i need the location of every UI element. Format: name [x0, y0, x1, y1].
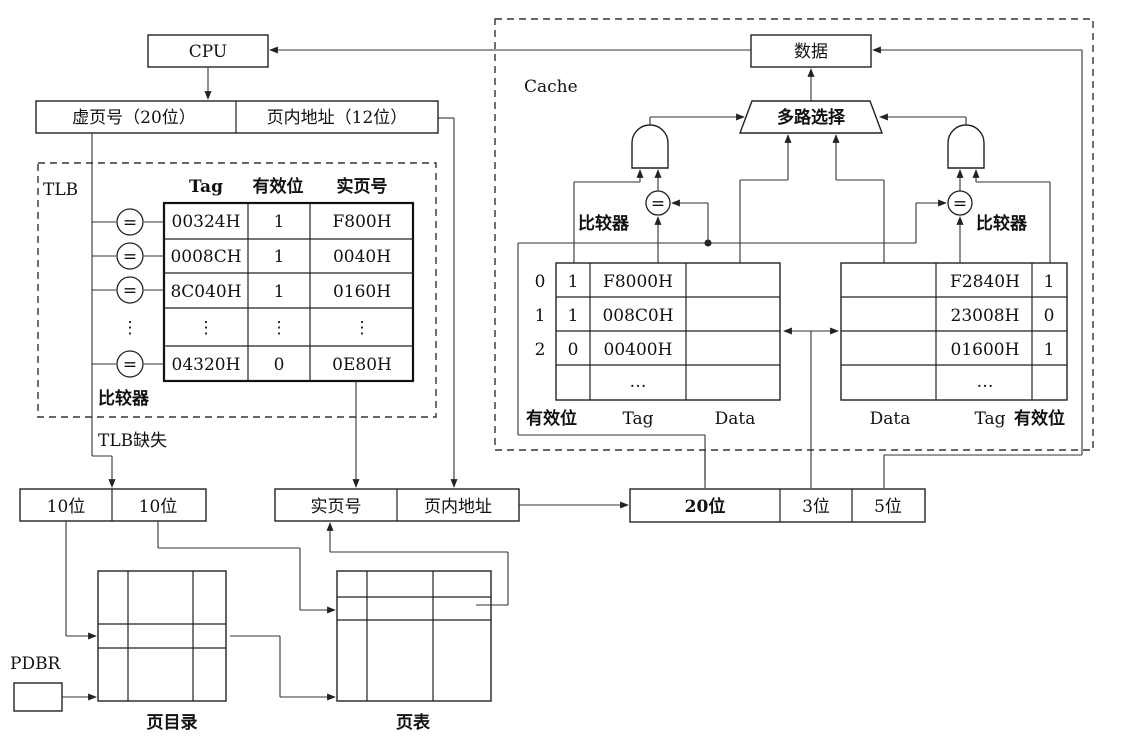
cache-frame [494, 18, 1094, 451]
cache-right-footer-data: Data [870, 409, 911, 429]
page-table [336, 570, 492, 702]
virtual-address-box [35, 100, 439, 134]
tlb-cell: ⋮ [271, 318, 288, 338]
cache-comparator-right-label: 比较器 [976, 213, 1028, 234]
pdbr-register [13, 682, 63, 712]
cache-set-index: 2 [535, 340, 546, 360]
tlb-comparator-icon: = [123, 281, 137, 301]
cache-label: Cache [524, 77, 578, 97]
mux-label: 多路选择 [777, 107, 846, 128]
tlb-cell: 1 [274, 282, 285, 302]
tlb-cell: 04320H [172, 355, 241, 375]
tlb-comparator-icon: = [123, 355, 137, 375]
cache-cell: 01600H [951, 340, 1020, 360]
cache-right-footer-tag: Tag [974, 409, 1005, 429]
physical-page-number: 实页号 [311, 497, 362, 517]
cache-cell: 0 [568, 340, 579, 360]
multiplexer [738, 100, 884, 134]
tlb-header-valid: 有效位 [253, 176, 304, 197]
cache-set-index: 1 [535, 306, 546, 326]
tlb-frame [37, 162, 437, 418]
cache-cell: 23008H [951, 306, 1020, 326]
cache-cell: F8000H [603, 272, 673, 292]
tlb-cell: 0E80H [332, 355, 392, 375]
cache-cell: 00400H [604, 340, 673, 360]
page-directory-table [97, 570, 227, 702]
tlb-miss-label: TLB缺失 [98, 431, 167, 451]
cpu-label: CPU [189, 42, 227, 62]
pdbr-label: PDBR [10, 654, 62, 674]
tlb-table [162, 201, 415, 383]
tlb-cell: ⋮ [198, 318, 215, 338]
tlb-comparator-icon: = [123, 247, 137, 267]
tlb-header-tag: Tag [189, 177, 223, 197]
and-gate-right-icon [947, 124, 985, 169]
tlb-cell: 0 [274, 355, 285, 375]
and-gate-left-icon [631, 124, 669, 169]
tlb-comparators: = = = ⋮ = [92, 208, 164, 378]
tlb-cell: 8C040H [170, 282, 241, 302]
page-offset: 页内地址（12位） [267, 108, 408, 128]
tlb-header-frame: 实页号 [337, 176, 388, 197]
cache-index-bits: 3位 [802, 497, 830, 517]
cache-left-footer-valid: 有效位 [526, 408, 577, 429]
cache-cell: F2840H [950, 272, 1020, 292]
data-output-box [750, 34, 872, 68]
tlb-cell: 0040H [333, 247, 391, 267]
cache-cell: 0 [1044, 306, 1055, 326]
tlb-cell: 00324H [172, 212, 241, 232]
dir-bits: 10位 [47, 497, 86, 517]
page-table-label: 页表 [396, 712, 431, 733]
cache-cell: 1 [568, 272, 579, 292]
cache-cell: 1 [1044, 340, 1055, 360]
physical-page-offset: 页内地址 [424, 497, 492, 517]
tlb-comparator-label: 比较器 [98, 388, 150, 409]
tlb-comparator-icon: = [123, 213, 137, 233]
cache-cell: 1 [568, 306, 579, 326]
tlb-row-dots: ⋮ [122, 318, 139, 338]
cache-address-box [629, 488, 926, 523]
cache-comparator-left-label: 比较器 [578, 213, 630, 234]
page-index-box [19, 488, 207, 522]
cache-left-footer-data: Data [715, 409, 756, 429]
cache-set-index: 0 [535, 272, 546, 292]
tlb-cell: F800H [332, 212, 391, 232]
table-bits: 10位 [139, 497, 178, 517]
tlb-cell: 0008CH [170, 247, 241, 267]
cache-cell: 008C0H [602, 306, 673, 326]
page-directory-label: 页目录 [147, 713, 198, 733]
cache-cell: … [977, 372, 994, 392]
tlb-cell: 1 [274, 247, 285, 267]
cache-tag-bits: 20位 [685, 496, 726, 517]
cache-left-footer-tag: Tag [622, 409, 653, 429]
cache-offset-bits: 5位 [874, 497, 902, 517]
data-output-label: 数据 [794, 42, 828, 62]
cache-right-footer-valid: 有效位 [1014, 408, 1065, 429]
cache-comparator-symbol: = [651, 194, 665, 214]
virtual-page-number: 虚页号（20位） [72, 108, 196, 128]
tlb-cell: ⋮ [354, 318, 371, 338]
tlb-label: TLB [43, 180, 78, 200]
cpu-box [147, 34, 269, 68]
tlb-cell: 0160H [333, 282, 391, 302]
tlb-cell: 1 [274, 212, 285, 232]
cache-comparator-symbol: = [953, 194, 967, 214]
cache-cell: … [630, 372, 647, 392]
cache-cell: 1 [1044, 272, 1055, 292]
